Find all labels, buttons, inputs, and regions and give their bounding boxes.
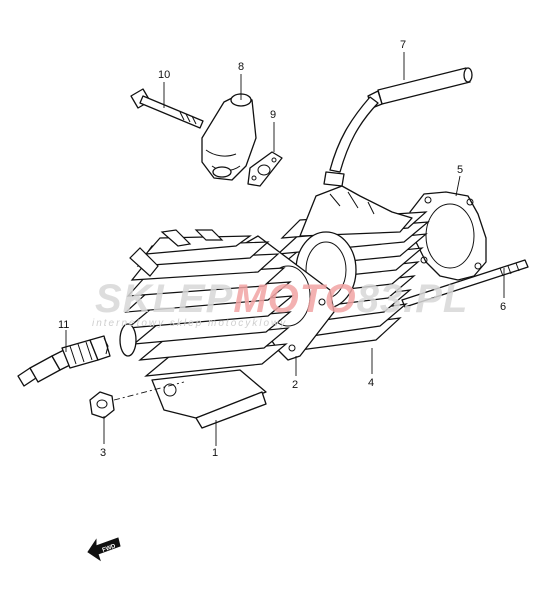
- callout-7: 7: [400, 39, 406, 51]
- callout-2: 2: [292, 379, 298, 391]
- callout-3: 3: [100, 447, 106, 459]
- part-7-hose: [323, 67, 473, 187]
- callout-11: 11: [58, 319, 69, 331]
- leader-lines: [65, 52, 505, 446]
- callout-6: 6: [500, 301, 506, 313]
- svg-text:internetowy sklep motocyklowy: internetowy sklep motocyklowy: [92, 318, 287, 329]
- svg-text:SKLEPMOTO83.PL: SKLEPMOTO83.PL: [95, 277, 468, 321]
- part-10-bolt: [130, 88, 204, 129]
- watermark-logo: SKLEPMOTO83.PL internetowy sklep motocyk…: [92, 277, 468, 329]
- forward-direction-badge: FWD: [87, 537, 121, 562]
- callout-1: 1: [212, 447, 218, 459]
- callout-5: 5: [457, 164, 463, 176]
- part-1-cylinder-head: [119, 229, 294, 429]
- callout-numbers: 10 8 7 9 5 6 4 2 1 3 11: [58, 39, 506, 459]
- part-9-small-gasket: [247, 151, 283, 187]
- svg-text:FWD: FWD: [102, 543, 118, 554]
- part-5-base-gasket: [409, 191, 487, 281]
- callout-9: 9: [270, 109, 276, 121]
- callout-4: 4: [368, 377, 374, 389]
- callout-8: 8: [238, 61, 244, 73]
- part-8-outlet-housing: [201, 93, 257, 181]
- alignment-axis-line: [113, 381, 185, 401]
- part-3-nut: [89, 391, 115, 419]
- callout-10: 10: [158, 69, 170, 81]
- part-11-spark-plug: [17, 335, 111, 387]
